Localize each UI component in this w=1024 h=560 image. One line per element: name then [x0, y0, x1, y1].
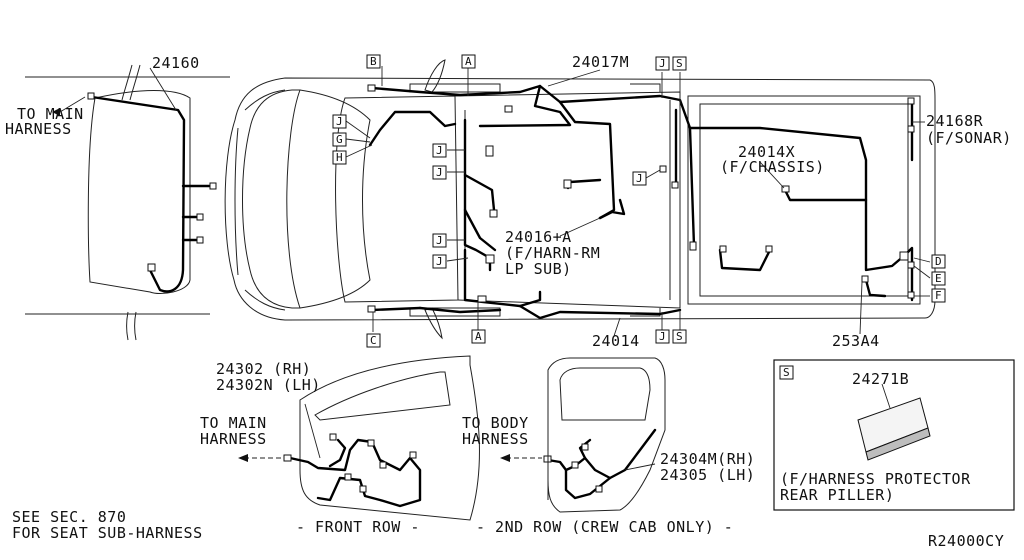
label-to-main-1: TO MAIN [17, 105, 84, 123]
label-harness-3: HARNESS [462, 430, 529, 448]
svg-text:J: J [436, 255, 443, 268]
label-harness-1: HARNESS [5, 120, 72, 138]
svg-text:J: J [659, 57, 666, 70]
svg-text:J: J [436, 234, 443, 247]
label-24271b: 24271B [852, 370, 909, 388]
label-24271b-desc1: (F/HARNESS PROTECTOR [780, 470, 971, 488]
svg-text:S: S [676, 330, 683, 343]
svg-text:S: S [676, 57, 683, 70]
label-24016a-desc1: (F/HARN-RM [505, 244, 600, 262]
tag-j-right: J [632, 171, 647, 186]
part-labels-top: 24160 TO MAIN HARNESS 24017M 24168R (F/S… [5, 53, 1012, 350]
label-253a4: 253A4 [832, 332, 880, 350]
diagram-code: R24000CY [928, 532, 1004, 550]
tag-h: H [332, 150, 347, 165]
svg-text:H: H [336, 151, 343, 164]
label-to-body: TO BODY [462, 414, 529, 432]
svg-text:A: A [465, 55, 472, 68]
label-24014x-desc: (F/CHASSIS) [720, 158, 825, 176]
rear-door-panel: TO BODY HARNESS 24304M(RH) 24305 (LH) [462, 357, 755, 513]
label-harness-2: HARNESS [200, 430, 267, 448]
note-seat-sub-harness: FOR SEAT SUB-HARNESS [12, 524, 203, 542]
svg-text:E: E [935, 272, 942, 285]
label-24168r: 24168R [926, 112, 984, 130]
svg-text:D: D [935, 255, 942, 268]
svg-text:B: B [370, 55, 377, 68]
label-24302: 24302 (RH) [216, 360, 311, 378]
reference-tags: B A J S J G H J J J J J C A J S D E F [332, 54, 946, 348]
reference-lines [25, 76, 230, 315]
tag-a-bottom: A [471, 329, 486, 344]
label-24014: 24014 [592, 332, 640, 350]
label-24271b-desc2: REAR PILLER) [780, 486, 894, 504]
front-door-panel: 24302 (RH) 24302N (LH) TO MAIN HARNESS [200, 355, 480, 521]
tag-j-mid4: J [432, 254, 447, 269]
label-24016a: 24016+A [505, 228, 572, 246]
label-24017m: 24017M [572, 53, 629, 71]
tag-f: F [931, 288, 946, 303]
tag-a-top: A [461, 54, 476, 69]
svg-text:A: A [475, 330, 482, 343]
svg-text:J: J [436, 166, 443, 179]
label-24304m: 24304M(RH) [660, 450, 755, 468]
tag-j-left1: J [332, 114, 347, 129]
svg-text:F: F [935, 289, 942, 302]
leader-lines [345, 66, 931, 337]
label-24160: 24160 [152, 54, 200, 72]
tag-b: B [366, 54, 381, 69]
tag-j-mid3: J [432, 233, 447, 248]
tag-c: C [366, 333, 381, 348]
svg-text:J: J [636, 172, 643, 185]
tag-j-mid2: J [432, 165, 447, 180]
tag-e: E [931, 271, 946, 286]
svg-text:J: J [659, 330, 666, 343]
svg-text:J: J [436, 144, 443, 157]
label-24016a-desc2: LP SUB) [505, 260, 572, 278]
caption-second-row: - 2ND ROW (CREW CAB ONLY) - [476, 518, 733, 536]
label-to-main-2: TO MAIN [200, 414, 267, 432]
svg-text:G: G [336, 133, 343, 146]
tag-j-bottom: J [655, 329, 670, 344]
svg-text:C: C [370, 334, 377, 347]
caption-front-row: - FRONT ROW - [296, 518, 420, 536]
label-24302n: 24302N (LH) [216, 376, 321, 394]
rear-window-panel [52, 64, 217, 341]
tag-j-mid1: J [432, 143, 447, 158]
harness-protector-box: S 24271B (F/HARNESS PROTECTOR REAR PILLE… [773, 359, 1015, 511]
label-24014x: 24014X [738, 143, 795, 161]
svg-text:S: S [783, 366, 790, 379]
tag-s-bottom: S [672, 329, 687, 344]
tag-g: G [332, 132, 347, 147]
tag-s-top: S [672, 56, 687, 71]
svg-text:J: J [336, 115, 343, 128]
footer-notes: SEE SEC. 870 FOR SEAT SUB-HARNESS - FRON… [12, 508, 1004, 550]
tag-j-top: J [655, 56, 670, 71]
note-see-sec: SEE SEC. 870 [12, 508, 126, 526]
tag-d: D [931, 254, 946, 269]
label-24305: 24305 (LH) [660, 466, 755, 484]
label-24168r-desc: (F/SONAR) [926, 129, 1012, 147]
main-harness-wires [367, 84, 915, 320]
